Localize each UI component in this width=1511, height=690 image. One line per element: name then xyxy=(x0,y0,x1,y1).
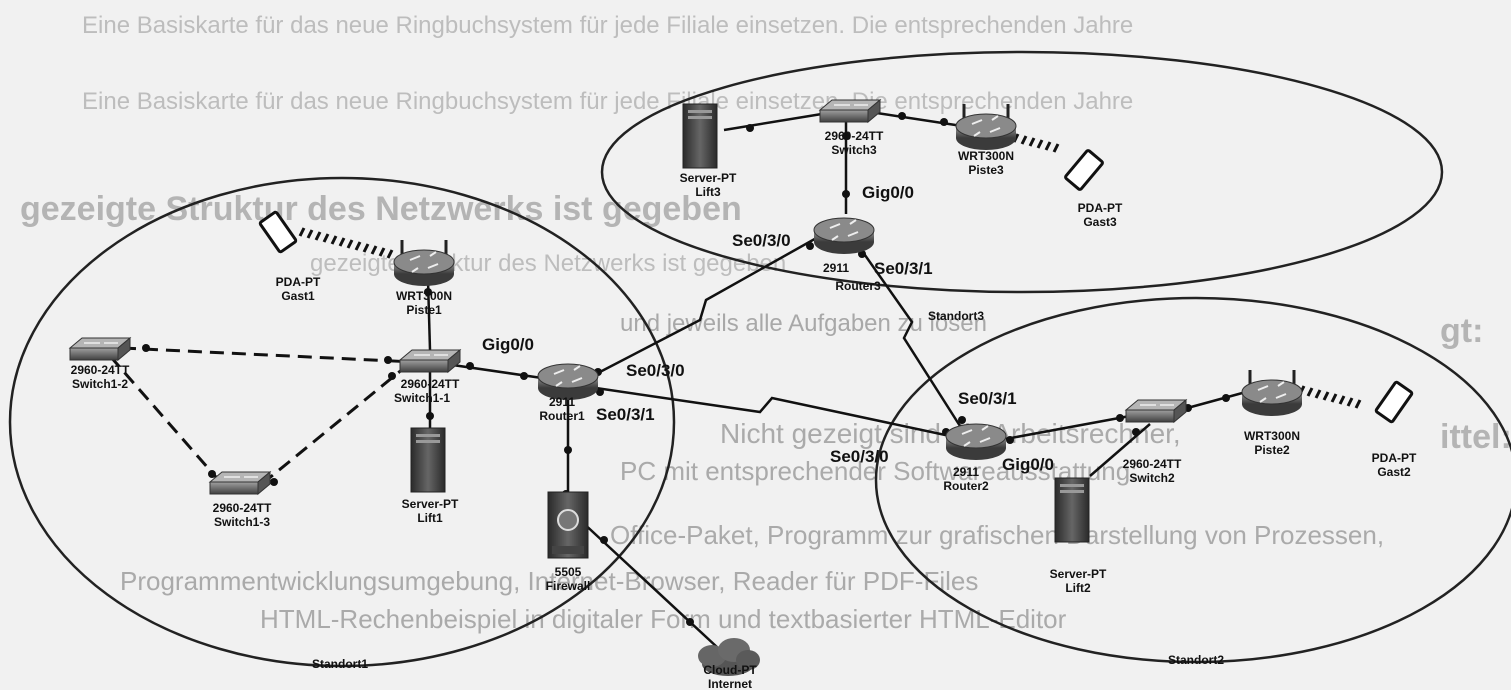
switch1-1-model-label: 2960-24TT xyxy=(401,377,460,391)
pda-gast1-name-label: Gast1 xyxy=(281,289,315,303)
site-area-standort3 xyxy=(600,50,1444,294)
switch1-1-device[interactable] xyxy=(399,349,461,373)
switch2-device[interactable] xyxy=(1125,399,1187,423)
server-lift2-name-label: Lift2 xyxy=(1065,581,1091,595)
switch1-3-device[interactable] xyxy=(209,471,271,495)
pda-gast1-device[interactable] xyxy=(257,210,299,254)
wrt-piste1-model-label: WRT300N xyxy=(396,289,452,303)
firewall-model-label: 5505 xyxy=(555,565,582,579)
cloud-model-label: Cloud-PT xyxy=(703,663,757,677)
port-label-router3-se0: Se0/3/0 xyxy=(732,231,791,250)
link-switch2-server-lift2 xyxy=(1089,423,1151,477)
switch1-2-name-label: Switch1-2 xyxy=(72,377,128,391)
firewall-device[interactable] xyxy=(547,491,589,559)
background-text-line: und jeweils alle Aufgaben zu lösen xyxy=(620,310,987,337)
router3-model-label: 2911 xyxy=(823,261,849,275)
link-switch1-2-switch1-1 xyxy=(121,346,415,364)
switch1-1-name-label: Switch1-1 xyxy=(394,391,450,405)
router3-name-label: Router3 xyxy=(835,279,881,293)
switch1-2-device[interactable] xyxy=(69,337,131,361)
link-router1-router2-serial xyxy=(595,386,951,438)
switch1-3-name-label: Switch1-3 xyxy=(214,515,270,529)
wrt300n-piste1-device[interactable] xyxy=(392,238,456,288)
pda-gast3-model-label: PDA-PT xyxy=(1078,201,1123,215)
server-lift3-device[interactable] xyxy=(682,103,718,169)
switch3-device[interactable] xyxy=(819,99,881,123)
port-label-router1-gig: Gig0/0 xyxy=(482,335,534,354)
site-label-standort3: Standort3 xyxy=(928,309,984,323)
server-lift2-device[interactable] xyxy=(1054,477,1090,543)
router2-name-label: Router2 xyxy=(943,479,989,493)
wrt-piste2-name-label: Piste2 xyxy=(1254,443,1290,457)
background-side-text: ittel: xyxy=(1440,418,1511,456)
server-lift1-model-label: Server-PT xyxy=(402,497,459,511)
background-text-line: Eine Basiskarte für das neue Ringbuchsys… xyxy=(82,88,1134,115)
server-lift1-device[interactable] xyxy=(410,427,446,493)
switch1-3-model-label: 2960-24TT xyxy=(213,501,272,515)
link-router3-router2-serial xyxy=(858,247,962,427)
wrt-piste1-name-label: Piste1 xyxy=(406,303,442,317)
port-label-router1-se0: Se0/3/0 xyxy=(626,361,685,380)
link-router1-router3-serial xyxy=(595,234,821,376)
wireless-link-piste1-gast1 xyxy=(298,227,394,259)
port-label-router2-gig: Gig0/0 xyxy=(1002,455,1054,474)
wrt-piste3-name-label: Piste3 xyxy=(968,163,1004,177)
background-side-text: gt: xyxy=(1440,312,1484,350)
pda-gast2-model-label: PDA-PT xyxy=(1372,451,1417,465)
pda-gast3-device[interactable] xyxy=(1063,148,1105,192)
firewall-name-label: Firewall xyxy=(546,579,591,593)
switch3-model-label: 2960-24TT xyxy=(825,129,884,143)
site-label-standort2: Standort2 xyxy=(1168,653,1224,667)
link-server-lift3-switch3 xyxy=(723,110,835,132)
switch2-model-label: 2960-24TT xyxy=(1123,457,1182,471)
link-endpoints xyxy=(142,110,1230,626)
wrt300n-piste2-device[interactable] xyxy=(1240,368,1304,418)
pda-gast2-name-label: Gast2 xyxy=(1377,465,1411,479)
cloud-internet-device[interactable] xyxy=(698,638,760,676)
router1-name-label: Router1 xyxy=(539,409,585,423)
background-text-line: Eine Basiskarte für das neue Ringbuchsys… xyxy=(82,12,1134,39)
link-switch1-3-switch1-1 xyxy=(261,366,405,486)
server-lift3-name-label: Lift3 xyxy=(695,185,721,199)
pda-gast3-name-label: Gast3 xyxy=(1083,215,1117,229)
port-label-router3-gig: Gig0/0 xyxy=(862,183,914,202)
background-text-line: Programmentwicklungsumgebung, Internet-B… xyxy=(120,566,979,596)
background-text-line: Office-Paket, Programm zur grafischen Da… xyxy=(610,520,1385,550)
router3-device[interactable] xyxy=(813,217,875,255)
switch1-2-model-label: 2960-24TT xyxy=(71,363,130,377)
server-lift2-model-label: Server-PT xyxy=(1050,567,1107,581)
router2-device[interactable] xyxy=(945,423,1007,461)
pda-gast1-model-label: PDA-PT xyxy=(276,275,321,289)
wireless-link-piste2-gast2 xyxy=(1298,385,1362,409)
pda-gast2-device[interactable] xyxy=(1373,380,1415,424)
link-router2-switch2 xyxy=(999,414,1131,442)
wrt300n-piste3-device[interactable] xyxy=(954,102,1018,152)
switch2-name-label: Switch2 xyxy=(1129,471,1175,485)
router1-model-label: 2911 xyxy=(549,395,575,409)
switch3-name-label: Switch3 xyxy=(831,143,877,157)
router2-model-label: 2911 xyxy=(953,465,979,479)
wrt-piste2-model-label: WRT300N xyxy=(1244,429,1300,443)
background-text-line: HTML-Rechenbeispiel in digitaler Form un… xyxy=(260,604,1067,634)
port-label-router3-se1: Se0/3/1 xyxy=(874,259,933,278)
server-lift3-model-label: Server-PT xyxy=(680,171,737,185)
wireless-link-piste3-gast3 xyxy=(1012,133,1060,153)
port-label-router2-se1: Se0/3/1 xyxy=(958,389,1017,408)
site-label-standort1: Standort1 xyxy=(312,657,368,671)
link-switch1-2-switch1-3 xyxy=(108,355,224,485)
cloud-name-label: Internet xyxy=(708,677,752,690)
port-label-router2-se0: Se0/3/0 xyxy=(830,447,889,466)
site-area-standort2 xyxy=(874,296,1511,664)
site-area-standort1 xyxy=(8,176,676,668)
port-label-router1-se1: Se0/3/1 xyxy=(596,405,655,424)
server-lift1-name-label: Lift1 xyxy=(417,511,443,525)
wrt-piste3-model-label: WRT300N xyxy=(958,149,1014,163)
link-switch3-wrt-piste3 xyxy=(869,110,963,128)
